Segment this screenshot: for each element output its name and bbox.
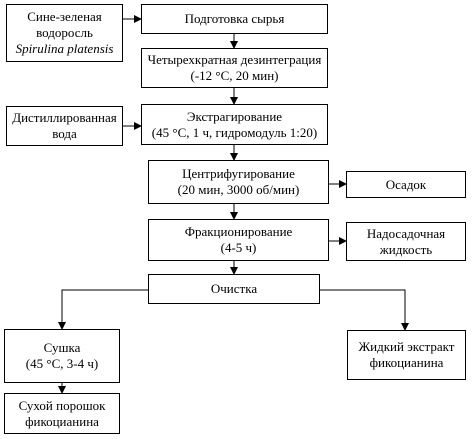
node-raw-source: Сине-зеленая водоросль Spirulina platens…	[6, 4, 123, 62]
node-powder-line-1: Сухой порошок	[18, 397, 106, 413]
node-drying-line-2: (45 °С, 3-4 ч)	[25, 356, 99, 371]
node-sediment: Осадок	[346, 171, 466, 198]
node-supernatant: Надосадочная жидкость	[346, 222, 466, 261]
node-purify-line-1: Очистка	[210, 281, 258, 296]
node-raw-source-line-2: водоросль	[36, 25, 93, 40]
node-prep: Подготовка сырья	[141, 4, 328, 34]
node-purify: Очистка	[148, 274, 320, 304]
node-centrif: Центрифугирование (20 мин, 3000 об/мин)	[148, 160, 329, 204]
node-extract-line-2: (45 °С, 1 ч, гидромодуль 1:20)	[151, 124, 318, 140]
node-fraction-line-2: (4-5 ч)	[220, 240, 257, 255]
node-raw-source-line-1: Сине-зеленая	[27, 9, 102, 24]
node-fraction-line-1: Фракционирование	[184, 224, 293, 239]
node-liquid: Жидкий экстракт фикоцианина	[347, 330, 466, 380]
node-drying: Сушка (45 °С, 3-4 ч)	[4, 329, 120, 383]
node-disint-line-2: (-12 °С, 20 мин)	[190, 68, 279, 83]
node-water: Дистиллированная вода	[6, 106, 123, 146]
node-powder: Сухой порошок фикоцианина	[4, 393, 120, 434]
edge-purify-to-liquid	[320, 289, 409, 331]
node-drying-line-1: Сушка	[43, 340, 81, 355]
node-water-line-1: Дистиллированная	[12, 110, 117, 125]
edge-purify-to-drying	[58, 289, 148, 330]
node-centrif-line-1: Центрифугирование	[182, 166, 295, 181]
node-powder-line-2: фикоцианина	[25, 413, 99, 429]
node-disint-line-1: Четырехкратная дезинтеграция	[147, 52, 322, 67]
node-sediment-line-1: Осадок	[385, 176, 427, 192]
node-raw-source-species: Spirulina platensis	[15, 41, 114, 56]
node-disint: Четырехкратная дезинтеграция (-12 °С, 20…	[141, 48, 328, 88]
node-water-line-2: вода	[52, 126, 77, 141]
node-centrif-line-2: (20 мин, 3000 об/мин)	[177, 182, 300, 197]
node-extract: Экстрагирование (45 °С, 1 ч, гидромодуль…	[141, 104, 328, 145]
node-prep-line-1: Подготовка сырья	[184, 11, 285, 26]
node-fraction: Фракционирование (4-5 ч)	[148, 219, 329, 261]
node-liquid-line-2: фикоцианина	[369, 355, 444, 370]
node-supernatant-line-1: Надосадочная	[366, 225, 446, 241]
node-liquid-line-1: Жидкий экстракт	[358, 339, 455, 354]
node-extract-line-1: Экстрагирование	[186, 108, 283, 124]
node-supernatant-line-2: жидкость	[379, 241, 433, 257]
